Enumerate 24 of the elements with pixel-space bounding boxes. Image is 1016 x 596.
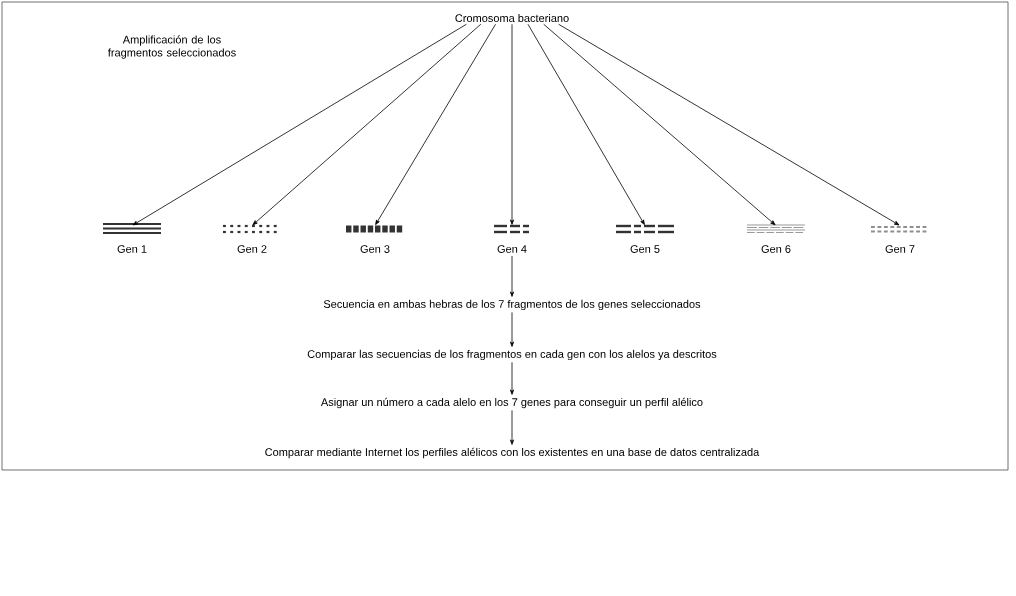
arrow — [132, 23, 467, 226]
gene-label: Gen 6 — [761, 245, 791, 253]
arrow — [510, 311, 514, 347]
arrow — [510, 23, 514, 225]
step-text: Asignar un número a cada alelo en los 7 genes para conseguir un perfil alélico — [320, 397, 703, 409]
arrow — [510, 255, 514, 297]
gene-label: Gen 7 — [885, 245, 915, 253]
step-text: Cromosoma bacteriano — [455, 13, 569, 23]
step-text: Secuencia en ambas hebras de los 7 fragmentos de los genes seleccionados — [323, 299, 701, 311]
arrow — [510, 361, 514, 395]
step-text: Comparar mediante Internet los perfiles alélicos con los existentes en una base de datos centralizada — [265, 447, 760, 459]
step-text: Comparar las secuencias de los fragmentos en cada gen con los alelos ya descritos — [307, 349, 717, 361]
arrow — [375, 23, 496, 225]
arrow — [527, 23, 645, 225]
gene-label: Gen 3 — [360, 245, 390, 253]
gene-label: Gen 5 — [630, 245, 660, 253]
arrow — [510, 410, 514, 445]
arrow — [558, 23, 900, 226]
arrow — [543, 23, 776, 226]
arrow — [252, 23, 482, 226]
gene-label: Gen 4 — [497, 245, 527, 253]
note-text: Amplificación de los fragmentos seleccionados — [107, 35, 236, 59]
gene-label: Gen 1 — [117, 245, 147, 253]
gene-label: Gen 2 — [237, 245, 267, 253]
